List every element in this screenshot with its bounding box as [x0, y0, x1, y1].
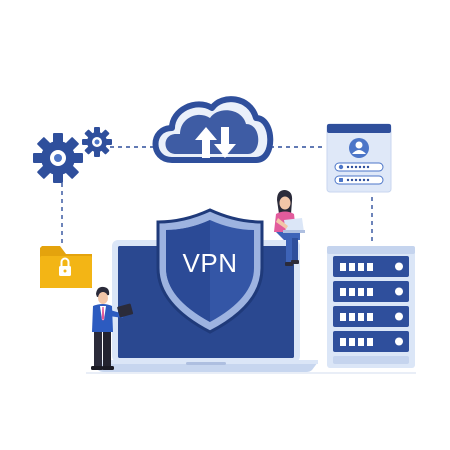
- server-unit: [333, 281, 409, 302]
- cloud-inner: [165, 110, 259, 157]
- server-unit: [333, 331, 409, 352]
- server-rack-icon: [327, 246, 415, 368]
- man-figure: [91, 286, 134, 370]
- server-unit: [333, 306, 409, 327]
- small-gear-icon: [82, 127, 112, 157]
- woman-figure: [274, 190, 305, 266]
- server-unit: [333, 256, 409, 277]
- vpn-label: VPN: [183, 248, 238, 278]
- user-login-card-icon: [326, 123, 392, 193]
- vpn-shield-icon: VPN: [156, 208, 264, 334]
- user-small-icon: [338, 164, 344, 170]
- lock-small-icon: [339, 178, 343, 182]
- gear-icon: [33, 133, 83, 183]
- locked-folder-icon: [40, 246, 92, 288]
